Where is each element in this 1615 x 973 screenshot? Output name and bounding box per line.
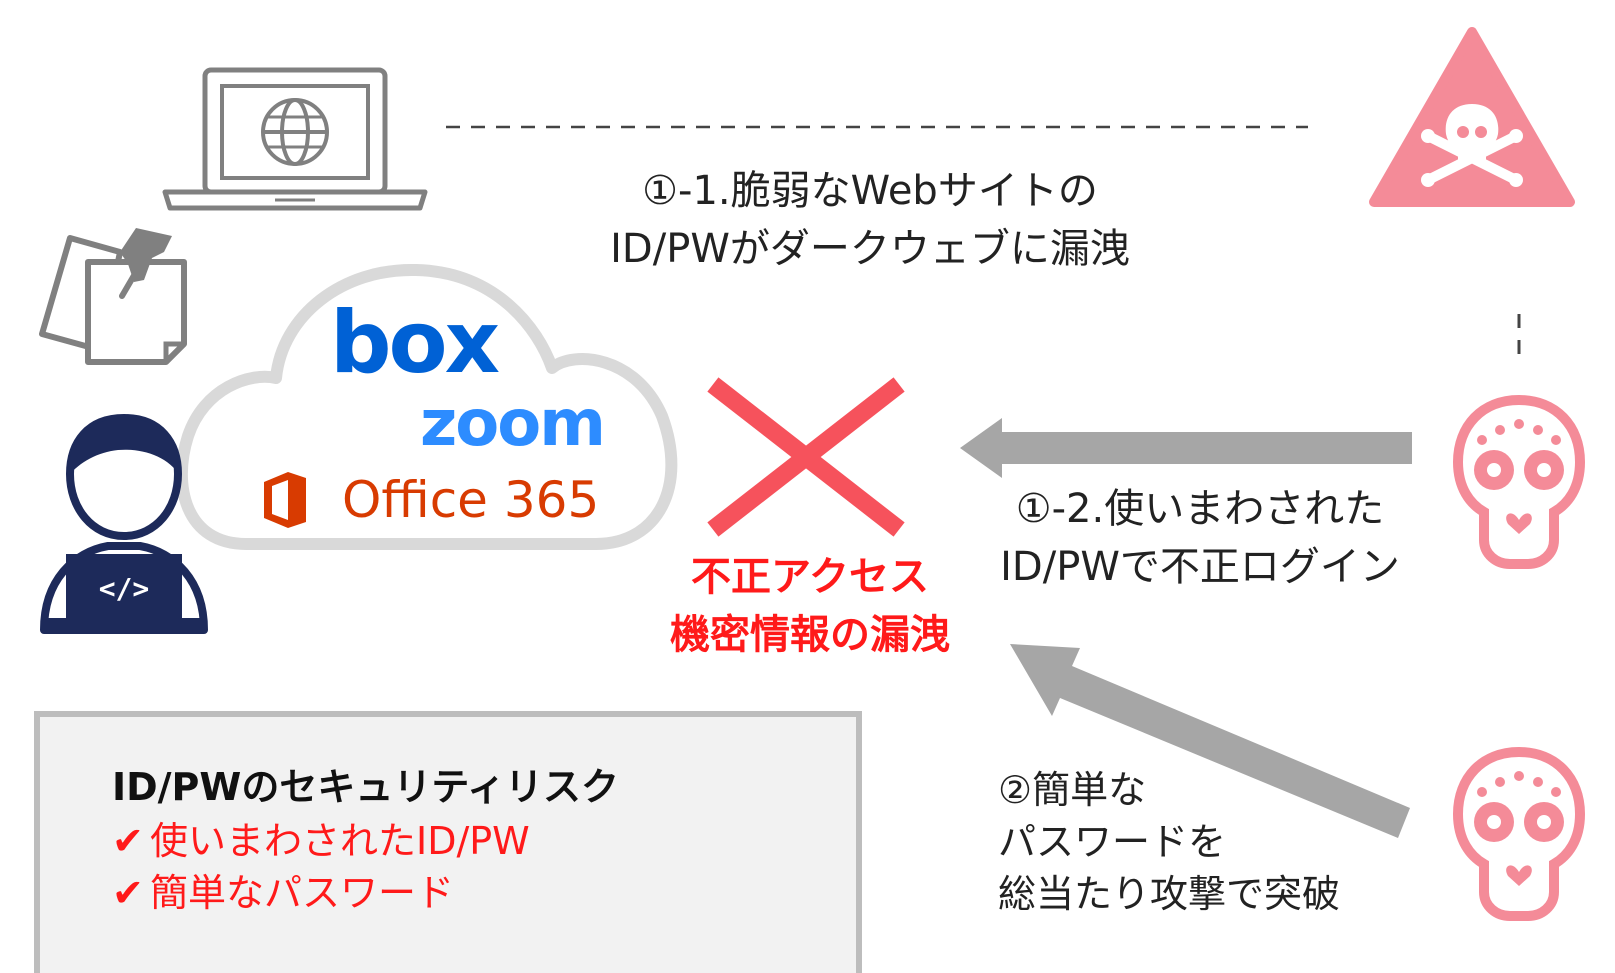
reuse-caption: ①-2.使いまわされた ID/PWで不正ログイン (950, 480, 1450, 596)
bruteforce-caption-line: 総当たり攻撃で突破 (998, 872, 1341, 916)
risk-summary-box: ID/PWのセキュリティリスク ✔使いまわされたID/PW ✔簡単なパスワード (34, 711, 862, 973)
zoom-logo: zoom (420, 387, 606, 461)
skull-warning-icon (1369, 27, 1575, 207)
globe-laptop-icon (162, 67, 428, 211)
sticky-note-pin-icon (39, 228, 187, 365)
risk-item: ✔簡単なパスワード (112, 867, 454, 919)
sugar-skull-icon (1452, 746, 1586, 921)
risk-item: ✔使いまわされたID/PW (112, 815, 530, 867)
reuse-login-arrow (960, 418, 1412, 478)
bruteforce-caption-line: パスワードを (998, 820, 1227, 864)
bruteforce-caption: ②簡単な パスワードを 総当たり攻撃で突破 (998, 764, 1340, 920)
office-365-logo: Office 365 (342, 471, 600, 529)
risk-title: ID/PWのセキュリティリスク (112, 765, 620, 809)
box-logo: box (330, 293, 500, 393)
developer-user-icon: </> (40, 413, 208, 634)
consequence-line: 不正アクセス (691, 554, 929, 600)
reuse-caption-line: ①-2.使いまわされた (1015, 486, 1385, 532)
vertical-dashed-line (1517, 314, 1521, 358)
consequence-line: 機密情報の漏洩 (670, 612, 950, 658)
check-icon: ✔ (112, 819, 144, 863)
leak-dashed-line (446, 125, 1308, 129)
x-cross-icon (707, 377, 905, 537)
office-icon (264, 472, 306, 528)
cloud-shape (176, 263, 678, 550)
bruteforce-arrow (1010, 644, 1410, 838)
leak-caption-line: ID/PWがダークウェブに漏洩 (610, 226, 1130, 272)
leak-caption-line: ①-1.脆弱なWebサイトの (642, 168, 1098, 214)
bruteforce-caption-line: ②簡単な (998, 768, 1147, 812)
risk-item-label: 使いまわされたID/PW (150, 819, 530, 863)
risk-item-label: 簡単なパスワード (150, 871, 455, 915)
unauthorized-access-label: 不正アクセス 機密情報の漏洩 (620, 548, 1000, 664)
check-icon: ✔ (112, 871, 144, 915)
leak-caption: ①-1.脆弱なWebサイトの ID/PWがダークウェブに漏洩 (540, 162, 1200, 278)
reuse-caption-line: ID/PWで不正ログイン (1000, 544, 1400, 590)
svg-text:</>: </> (99, 572, 150, 605)
sugar-skull-icon (1452, 394, 1586, 569)
